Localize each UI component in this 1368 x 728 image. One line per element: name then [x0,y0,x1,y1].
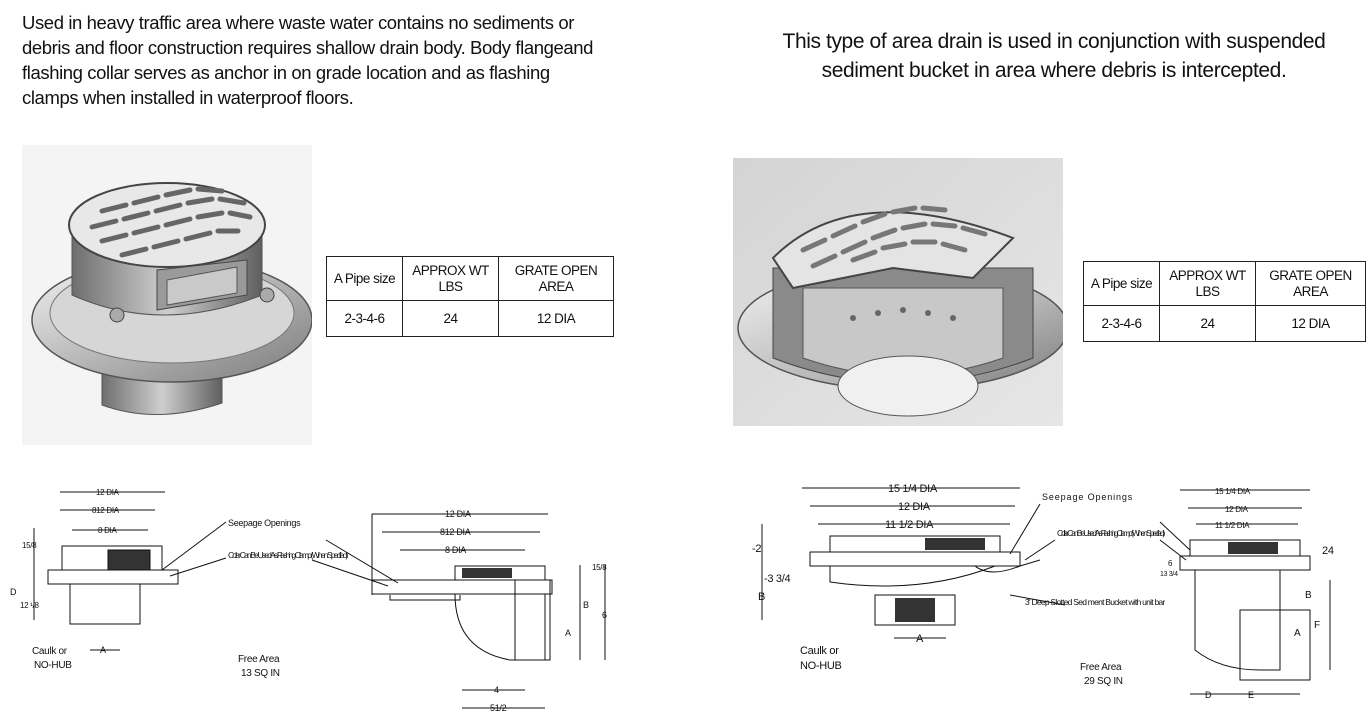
right-bucket-label: 3' Deep Slotted Sed ment Bucket with uni… [1025,597,1165,607]
left-h3: 12 ¹/8 [20,601,40,610]
right-side-1334: 13 3/4 [1160,571,1178,578]
right-side-d: D [1205,690,1212,700]
left-free-area-1: Free Area [238,654,280,665]
right-h-b: B [758,591,765,603]
right-spec-table: A Pipe size APPROX WT LBS GRATE OPEN ARE… [1083,261,1366,342]
left-dim-inner: 8 DIA [98,526,117,535]
left-cell-weight: 24 [402,300,499,337]
left-collar-label: Collar Can Be Used As Flashing Clamp (Wh… [228,550,348,560]
left-description: Used in heavy traffic area where waste w… [22,12,594,108]
left-dim-a: A [100,645,106,655]
right-header-weight: APPROX WT LBS [1159,261,1256,306]
right-seepage-label: Seepage Openings [1042,492,1133,502]
right-dim-outer: 15 1/4 DIA [888,483,938,495]
right-side-e: E [1248,690,1254,700]
left-header-weight: APPROX WT LBS [402,256,499,301]
left-free-area-2: 13 SQ IN [241,668,280,679]
left-side-6: 6 [602,610,607,620]
right-section-diagram: 15 1/4 DIA 12 DIA 11 1/2 DIA Seepage Ope… [720,470,1368,728]
left-h1: 15/8 [22,541,37,550]
right-drain-photo [733,158,1063,426]
right-side-dim-outer: 15 1/4 DIA [1215,487,1251,496]
left-header-open-area: GRATE OPEN AREA [498,256,614,301]
left-dim-outer: 12 DIA [96,488,120,497]
right-dim-a: A [916,633,924,645]
left-side-dim-mid: 812 DIA [440,527,471,537]
left-side-512: 51/2 [490,703,507,713]
left-header-pipe-size: A Pipe size [326,256,403,301]
right-side-dim-inner: 11 1/2 DIA [1215,521,1250,530]
right-side-a: A [1294,628,1301,639]
right-free-area-2: 29 SQ IN [1084,676,1123,687]
right-dim-mid: 12 DIA [898,501,931,513]
left-h2: D [10,587,17,597]
right-cell-pipe-size: 2-3-4-6 [1083,305,1160,342]
right-free-area-1: Free Area [1080,662,1122,673]
left-side-b: B [583,600,589,610]
right-caulk-2: NO-HUB [800,660,842,672]
left-side-dim-inner: 8 DIA [445,545,466,555]
left-seepage-label: Seepage Openings [228,518,301,528]
left-cell-pipe-size: 2-3-4-6 [326,300,403,337]
right-h-2: -2 [752,543,761,555]
right-cell-weight: 24 [1159,305,1256,342]
left-section-diagram: 12 DIA 812 DIA 8 DIA Seepage Openings Co… [0,470,660,728]
left-side-dim-outer: 12 DIA [445,509,471,519]
right-side-f: F [1314,620,1320,631]
right-collar-label: Collar Can Be Used As Flashing Clamp (Wh… [1057,528,1165,538]
left-caulk-1: Caulk or [32,646,68,657]
right-side-b: B [1305,590,1312,601]
left-side-h1: 15/8 [592,563,607,572]
right-header-pipe-size: A Pipe size [1083,261,1160,306]
right-description: This type of area drain is used in conju… [782,30,1326,82]
left-spec-table: A Pipe size APPROX WT LBS GRATE OPEN ARE… [326,256,614,337]
left-side-4: 4 [494,685,499,695]
left-dim-mid: 812 DIA [92,506,120,515]
right-caulk-1: Caulk or [800,645,839,657]
right-h-334: -3 3/4 [764,573,791,585]
right-cell-open-area: 12 DIA [1255,305,1366,342]
right-dim-inner: 11 1/2 DIA [885,519,934,531]
left-side-a: A [565,628,571,638]
right-side-24: 24 [1322,545,1334,557]
right-side-dim-mid: 12 DIA [1225,505,1249,514]
left-cell-open-area: 12 DIA [498,300,614,337]
right-side-6: 6 [1168,559,1173,568]
left-drain-photo [22,145,312,445]
left-caulk-2: NO-HUB [34,660,72,671]
right-header-open-area: GRATE OPEN AREA [1255,261,1366,306]
